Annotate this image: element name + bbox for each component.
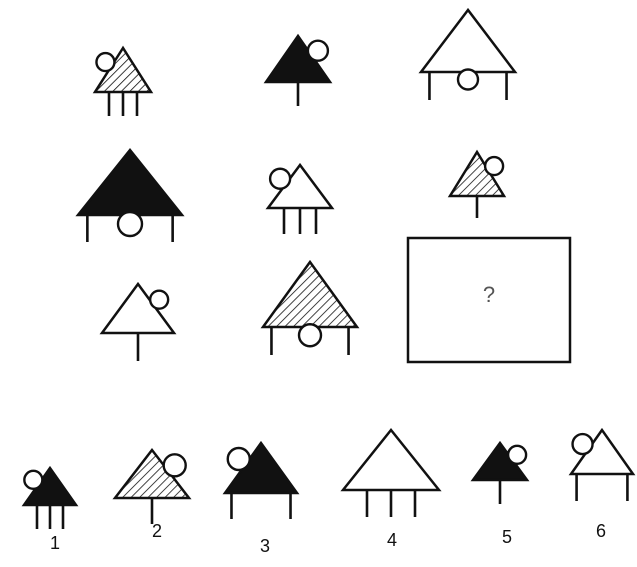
circle [164, 454, 186, 476]
option-number: 3 [260, 536, 270, 556]
circle [228, 448, 250, 470]
option-figure-1 [24, 468, 76, 529]
option-number: 5 [502, 527, 512, 547]
triangle [78, 150, 182, 215]
circle [96, 53, 114, 71]
grid-cell-6 [450, 152, 504, 218]
option-figure-6 [571, 430, 633, 501]
triangle [343, 430, 439, 490]
grid-cell-7 [102, 284, 174, 361]
circle [485, 157, 503, 175]
option-number: 4 [387, 530, 397, 550]
triangle [263, 262, 357, 327]
grid-cell-4 [78, 150, 182, 242]
answer-box: ? [408, 238, 570, 362]
answer-options: 1 2 3 4 5 6 [24, 430, 633, 556]
option-number: 6 [596, 521, 606, 541]
circle [150, 291, 168, 309]
circle [573, 434, 593, 454]
grid-cell-3 [421, 10, 515, 100]
circle [24, 471, 42, 489]
grid-cell-8 [263, 262, 357, 355]
option-number: 1 [50, 533, 60, 553]
question-mark: ? [483, 282, 495, 307]
circle [458, 70, 478, 90]
triangle [421, 10, 515, 72]
option-figure-5 [473, 443, 527, 504]
circle [508, 446, 526, 464]
circle [308, 41, 328, 61]
circle [270, 169, 290, 189]
option-figure-4 [343, 430, 439, 517]
option-number: 2 [152, 521, 162, 541]
grid-cell-5 [268, 165, 332, 234]
option-figure-2 [115, 450, 189, 524]
grid-cell-2 [266, 36, 330, 106]
circle [118, 212, 142, 236]
grid-cell-1 [95, 48, 151, 116]
circle [299, 324, 321, 346]
option-figure-3 [225, 443, 297, 519]
